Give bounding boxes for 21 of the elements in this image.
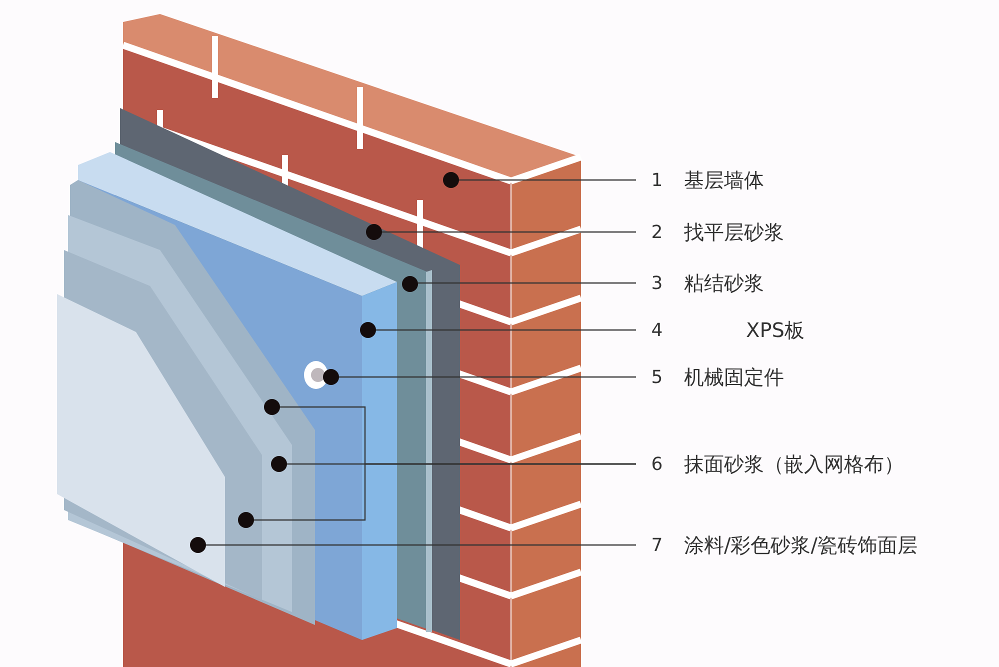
- leader-line: [459, 179, 636, 181]
- callout-number: 3: [650, 272, 664, 294]
- callout-number: 1: [650, 170, 664, 190]
- layer-label: 涂料/彩色砂浆/瓷砖饰面层: [684, 532, 918, 558]
- callout-number: 5: [650, 366, 664, 388]
- layer-label: XPS板: [746, 316, 804, 344]
- leader-line: [376, 329, 636, 331]
- layer-label: 粘结砂浆: [684, 270, 764, 296]
- leader-line: [382, 231, 636, 233]
- callout-number: 7: [650, 534, 664, 556]
- leader-line: [206, 544, 636, 546]
- callout-number: 6: [650, 454, 664, 474]
- callout-number: 4: [650, 320, 664, 340]
- layer-label: 基层墙体: [684, 166, 764, 194]
- leader-line: [339, 376, 636, 378]
- leader-line: [254, 463, 636, 521]
- layer-label: 抹面砂浆（嵌入网格布）: [684, 450, 904, 478]
- layer-label: 机械固定件: [684, 364, 784, 390]
- leader-line: [418, 282, 636, 284]
- callout-number: 2: [650, 222, 664, 242]
- layer-label: 找平层砂浆: [684, 218, 784, 246]
